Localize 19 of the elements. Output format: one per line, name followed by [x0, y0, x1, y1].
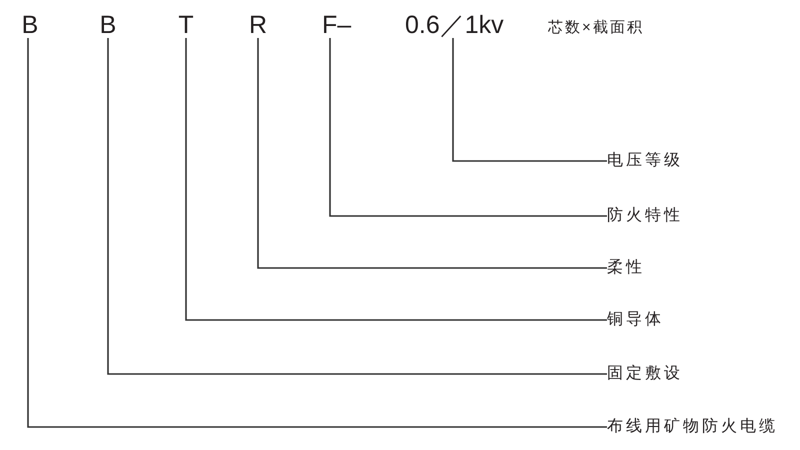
meaning-text: 铜导体: [607, 310, 664, 330]
leader-line: [329, 38, 607, 217]
code-letter: F–: [322, 12, 352, 38]
code-letter: R: [248, 12, 268, 38]
meaning-text: 电压等级: [607, 151, 683, 171]
leader-line: [185, 38, 607, 321]
spec-note: 芯数×截面积: [548, 19, 644, 37]
code-letter: B: [100, 12, 116, 38]
meaning-text: 防火特性: [607, 206, 683, 226]
meaning-text: 固定敷设: [607, 364, 683, 384]
meaning-text: 布线用矿物防火电缆: [607, 417, 778, 437]
code-letter: T: [178, 12, 194, 38]
leader-line: [27, 38, 607, 428]
meaning-text: 柔性: [607, 258, 645, 278]
code-letter: 0.6／1kv: [405, 12, 504, 38]
leader-line: [107, 38, 607, 375]
code-letter: B: [22, 12, 38, 38]
leader-line: [452, 38, 607, 162]
leader-line: [257, 38, 607, 269]
